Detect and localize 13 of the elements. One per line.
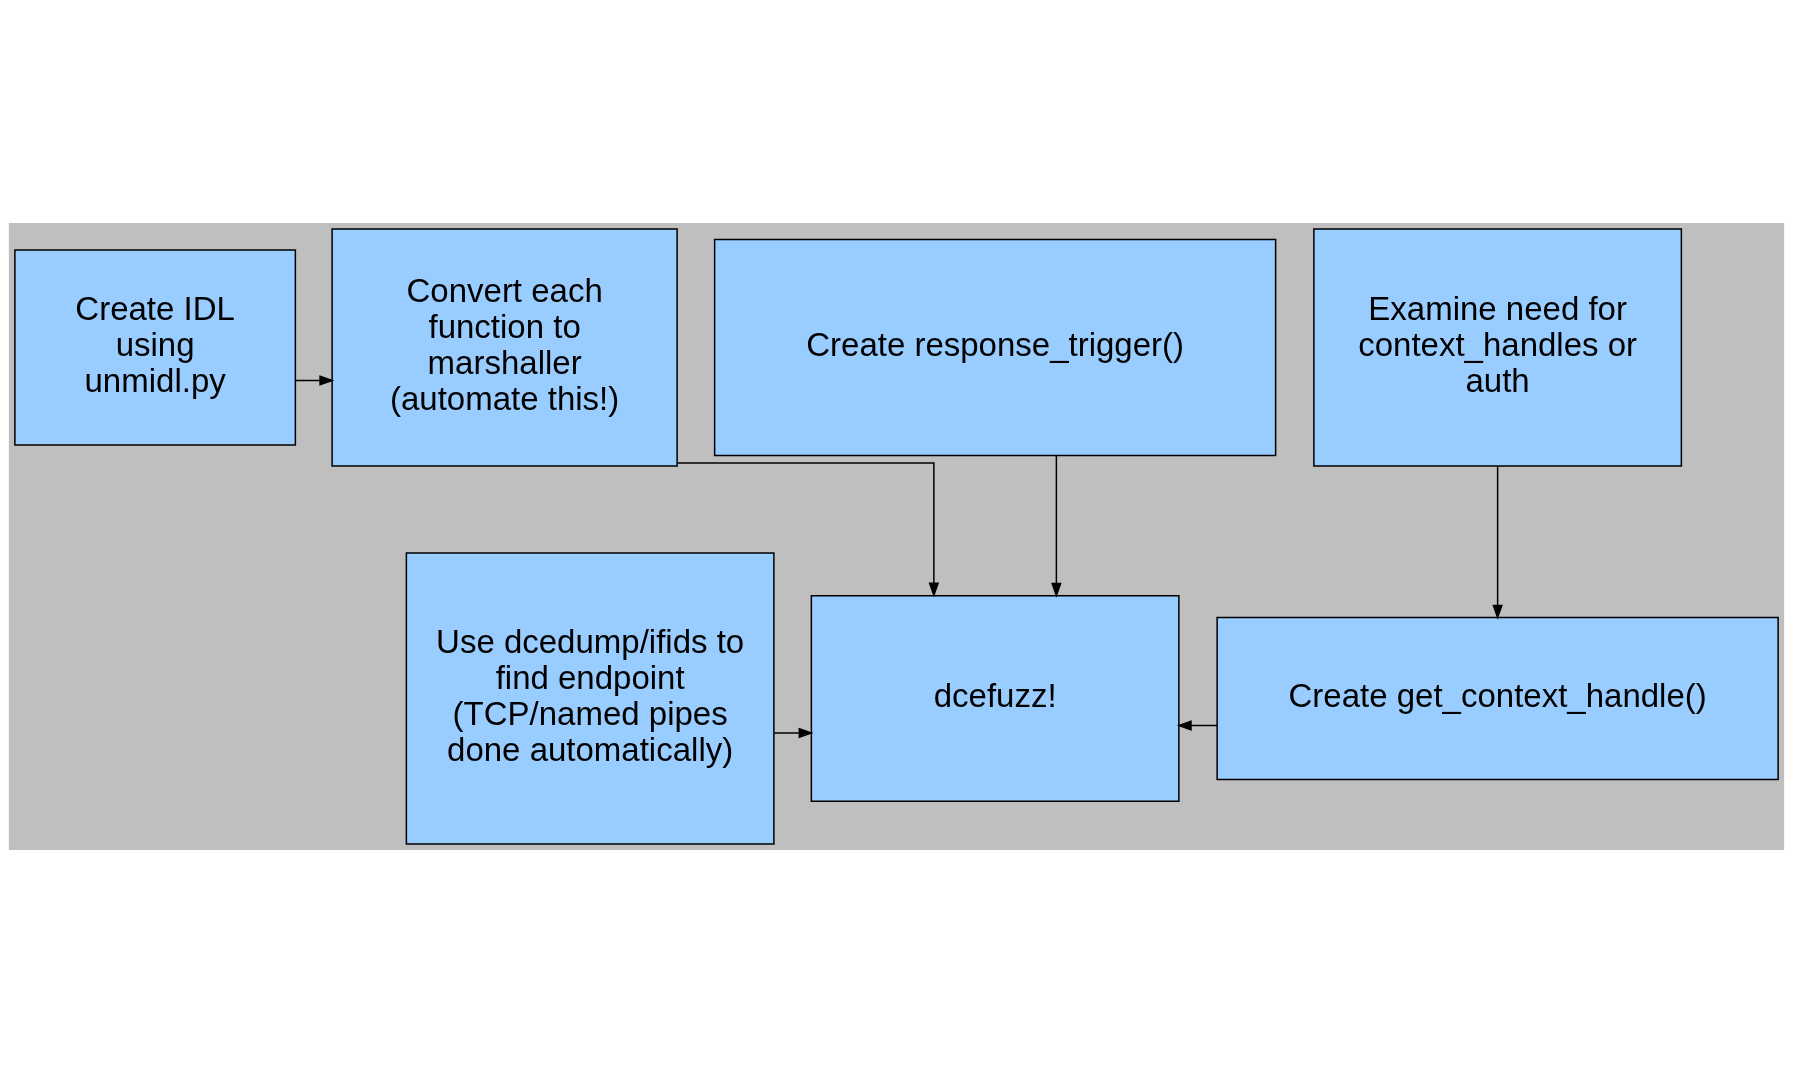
node-box: Create get_context_handle() xyxy=(1216,616,1779,780)
arrow xyxy=(773,727,814,738)
node-box: Examine need for context_handles or auth xyxy=(1313,227,1683,467)
node-box: dcefuzz! xyxy=(810,594,1180,802)
node-box: Use dcedump/ifids to find endpoint (TCP/named pipes done automatically) xyxy=(405,551,775,845)
arrow xyxy=(1176,719,1218,731)
node-box: Create response_trigger() xyxy=(713,238,1277,456)
arrow xyxy=(1051,454,1062,598)
node-box: Create IDL using unmidl.py xyxy=(14,248,297,446)
arrow xyxy=(676,461,940,597)
arrow xyxy=(1492,465,1503,620)
arrow xyxy=(295,374,335,386)
node-box: Convert each function to marshaller (automate this!) xyxy=(331,227,678,467)
